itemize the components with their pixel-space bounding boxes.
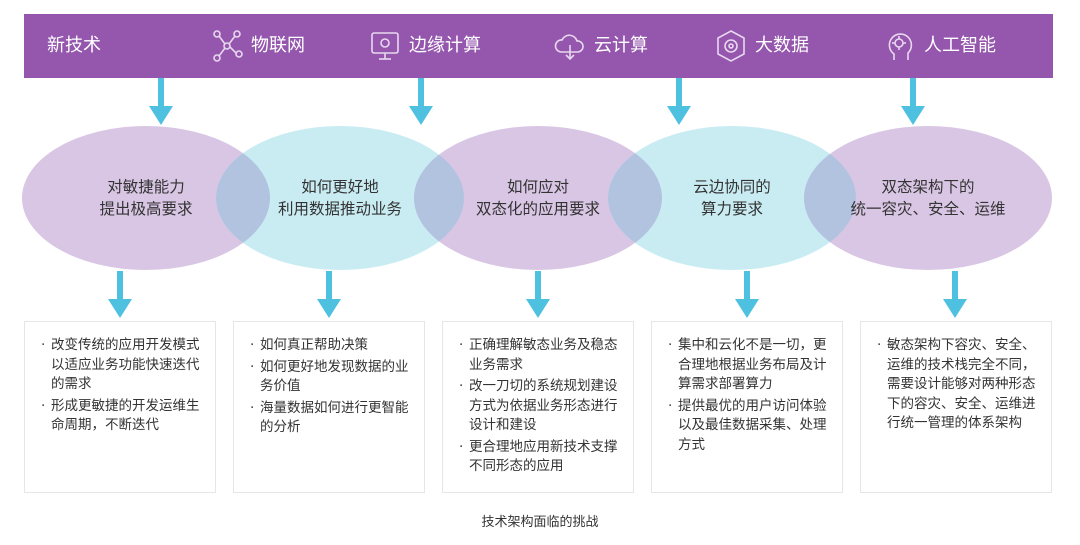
bullet: ·	[668, 397, 673, 414]
bullet: ·	[250, 358, 255, 375]
challenge-text-1: 对敏捷能力 提出极高要求	[46, 176, 246, 220]
challenge-line: 算力要求	[700, 200, 763, 218]
challenge-line: 如何更好地	[301, 178, 379, 196]
tech-iot: 物联网	[209, 26, 305, 66]
detail-box-2: · 如何真正帮助决策 · 如何更好地发现数据的业务价值 · 海量数据如何进行更智能的分…	[233, 321, 425, 493]
tech-label-ai: 人工智能	[924, 35, 996, 56]
tech-label-iot: 物联网	[251, 35, 305, 56]
challenge-line: 统一容灾、安全、运维	[850, 200, 1006, 218]
detail-text: 提供最优的用户访问体验以及最佳数据采集、处理方式	[678, 397, 827, 453]
bullet: ·	[459, 337, 464, 353]
list-item: · 提供最优的用户访问体验以及最佳数据采集、处理方式	[668, 397, 830, 456]
challenge-ellipse-2	[216, 126, 464, 270]
bullet: ·	[41, 397, 46, 414]
detail-text: 改变传统的应用开发模式以适应业务功能快速迭代的需求	[51, 337, 200, 392]
down-arrow-icon	[317, 271, 341, 318]
challenge-ellipse-5	[804, 126, 1052, 270]
detail-text: 更合理地应用新技术支撑不同形态的应用	[469, 438, 618, 475]
edge-computing-icon	[371, 32, 399, 60]
challenge-text-2: 如何更好地 利用数据推动业务	[240, 176, 440, 220]
list-item: · 海量数据如何进行更智能的分析	[250, 399, 412, 438]
iot-network-icon	[213, 30, 243, 62]
list-item: · 更合理地应用新技术支撑不同形态的应用	[459, 438, 621, 477]
bullet: ·	[877, 337, 882, 353]
detail-text: 集中和云化不是一切，更合理地根据业务布局及计算需求部署算力	[678, 337, 827, 392]
list-item: · 改变传统的应用开发模式以适应业务功能快速迭代的需求	[41, 336, 203, 395]
challenge-line: 提出极高要求	[99, 200, 193, 218]
challenge-ellipse-1	[22, 126, 270, 270]
down-arrow-icon	[735, 271, 759, 318]
detail-box-3: · 正确理解敏态业务及稳态业务需求 · 改一刀切的系统规划建设方式为依据业务形态进行…	[442, 321, 634, 493]
detail-box-1: · 改变传统的应用开发模式以适应业务功能快速迭代的需求 · 形成更敏捷的开发运维生命…	[24, 321, 216, 493]
tech-label-big-data: 大数据	[755, 35, 809, 56]
bullet: ·	[41, 337, 46, 353]
ai-head-icon	[888, 33, 913, 60]
tech-ai: 人工智能	[882, 26, 996, 66]
challenge-line: 双态化的应用要求	[475, 200, 600, 218]
list-item: · 形成更敏捷的开发运维生命周期，不断迭代	[41, 397, 203, 436]
tech-edge-computing: 边缘计算	[367, 26, 481, 66]
challenge-ellipse-4	[608, 126, 856, 270]
detail-text: 形成更敏捷的开发运维生命周期，不断迭代	[51, 397, 200, 434]
challenge-line: 利用数据推动业务	[277, 200, 402, 218]
down-arrow-icon	[901, 78, 925, 125]
detail-text: 如何真正帮助决策	[260, 337, 368, 353]
challenge-text-3: 如何应对 双态化的应用要求	[438, 176, 638, 220]
down-arrow-icon	[943, 271, 967, 318]
detail-text: 正确理解敏态业务及稳态业务需求	[469, 337, 618, 373]
detail-text: 如何更好地发现数据的业务价值	[260, 358, 409, 395]
detail-box-4: · 集中和云化不是一切，更合理地根据业务布局及计算需求部署算力 · 提供最优的用户访…	[651, 321, 843, 493]
challenge-ellipse-3	[414, 126, 662, 270]
bullet: ·	[459, 438, 464, 455]
list-item: · 正确理解敏态业务及稳态业务需求	[459, 336, 621, 375]
detail-text: 海量数据如何进行更智能的分析	[260, 399, 409, 436]
detail-text: 改一刀切的系统规划建设方式为依据业务形态进行设计和建设	[469, 378, 618, 433]
list-item: · 改一刀切的系统规划建设方式为依据业务形态进行设计和建设	[459, 377, 621, 436]
list-item: · 如何真正帮助决策	[250, 336, 412, 356]
list-item: · 敏态架构下容灾、安全、运维的技术栈完全不同，需要设计能够对两种形态下的容灾、安…	[877, 336, 1039, 434]
down-arrow-icon	[667, 78, 691, 125]
challenge-line: 如何应对	[506, 178, 569, 196]
figure-caption: 技术架构面临的挑战	[481, 515, 599, 530]
tech-big-data: 大数据	[713, 26, 809, 66]
list-item: · 集中和云化不是一切，更合理地根据业务布局及计算需求部署算力	[668, 336, 830, 395]
tech-cloud-computing: 云计算	[552, 26, 648, 66]
challenge-line: 云边协同的	[693, 178, 771, 196]
bullet: ·	[250, 337, 255, 353]
list-item: · 如何更好地发现数据的业务价值	[250, 358, 412, 397]
tech-label-cloud-computing: 云计算	[594, 35, 648, 56]
header-title: 新技术	[47, 35, 101, 56]
challenge-line: 对敏捷能力	[107, 178, 185, 196]
down-arrow-icon	[149, 78, 173, 125]
challenge-line: 双态架构下的	[881, 178, 975, 196]
down-arrow-icon	[409, 78, 433, 125]
bullet: ·	[250, 399, 255, 416]
big-data-icon	[717, 30, 745, 62]
tech-label-edge-computing: 边缘计算	[409, 35, 481, 56]
bullet: ·	[668, 337, 673, 353]
detail-text: 敏态架构下容灾、安全、运维的技术栈完全不同，需要设计能够对两种形态下的容灾、安全…	[887, 337, 1036, 431]
detail-box-5: · 敏态架构下容灾、安全、运维的技术栈完全不同，需要设计能够对两种形态下的容灾、安…	[860, 321, 1052, 493]
new-technology-header: 新技术 物联网 边缘计算 云计算	[24, 14, 1053, 78]
down-arrow-icon	[108, 271, 132, 318]
down-arrow-icon	[526, 271, 550, 318]
challenge-text-4: 云边协同的 算力要求	[632, 176, 832, 220]
cloud-computing-icon	[554, 34, 584, 61]
challenge-text-5: 双态架构下的 统一容灾、安全、运维	[828, 176, 1028, 220]
bullet: ·	[459, 378, 464, 394]
